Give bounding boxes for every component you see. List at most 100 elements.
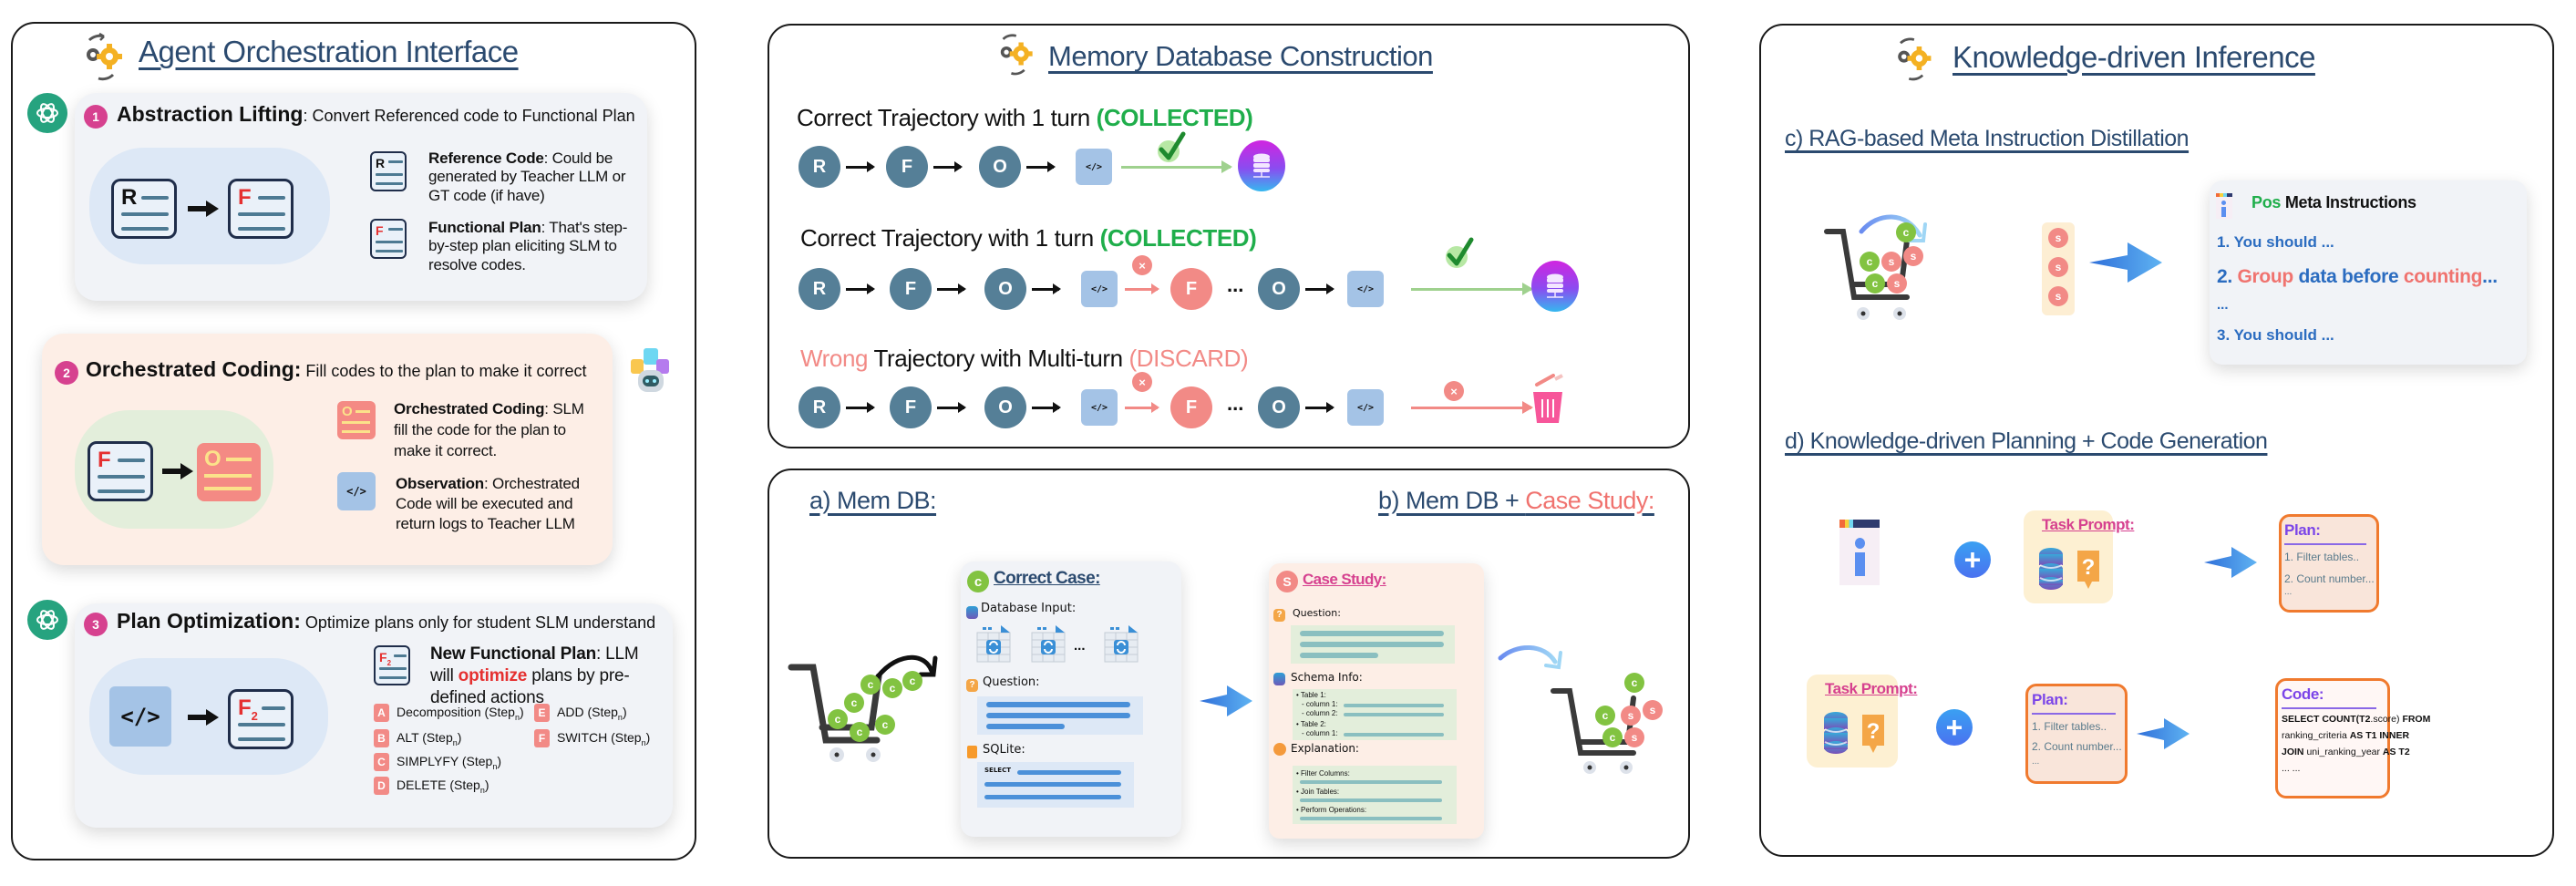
question-label: Question: xyxy=(983,675,1040,689)
schema-line: - column 2: xyxy=(1302,709,1338,717)
task-prompt-title: Task Prompt: xyxy=(2042,516,2135,533)
table-icon xyxy=(975,623,1012,664)
collected-status: (COLLECTED) xyxy=(1096,104,1253,131)
counting-highlight: counting xyxy=(2403,266,2483,287)
step1-subtitle: : Convert Referenced code to Functional … xyxy=(303,107,635,125)
blue-arrow-icon xyxy=(1200,685,1252,716)
sql-file-icon xyxy=(967,746,977,758)
step2-subtitle: Fill codes to the plan to make it correc… xyxy=(301,362,587,380)
orchestrated-code-mini-icon: O xyxy=(337,401,376,439)
memory-database-icon xyxy=(1531,261,1579,312)
code-title: Code: xyxy=(2282,685,2324,703)
text-bar xyxy=(1300,642,1444,647)
correct-case-ball: c xyxy=(1624,673,1644,693)
code-icon: </> xyxy=(1347,389,1384,426)
orchestrated-coding-description: Orchestrated Coding: SLM fill the code f… xyxy=(394,399,589,462)
case-study-badge: S xyxy=(1276,571,1298,592)
case-study-ball: s xyxy=(1643,700,1663,720)
meta-ellipsis: ... xyxy=(2217,297,2229,313)
schema-info-label: Schema Info: xyxy=(1291,671,1363,684)
arrow-right-icon xyxy=(188,709,219,726)
code-bar xyxy=(984,782,1121,787)
action-tag: D xyxy=(374,777,389,795)
svg-text:?: ? xyxy=(1867,719,1880,744)
node-f: F xyxy=(1170,268,1212,310)
step1-title: Abstraction Lifting: Convert Referenced … xyxy=(117,102,635,127)
arrow-right-icon xyxy=(188,201,219,217)
blue-arrow-icon xyxy=(2204,547,2257,578)
question-icon: ? xyxy=(1273,609,1285,622)
code-divider xyxy=(2282,707,2376,709)
mini-letter: F2 xyxy=(379,650,391,667)
arrow-right-icon xyxy=(162,463,193,479)
doc-letter-sub: 2 xyxy=(251,708,258,723)
plan-line-2: 2. Count number... xyxy=(2284,572,2375,585)
pos-label: Pos xyxy=(2251,193,2282,211)
action-tag: A xyxy=(374,704,389,722)
explanation-line: • Perform Operations: xyxy=(1296,806,1367,814)
question-label: Question: xyxy=(1293,607,1341,619)
node-o: O xyxy=(984,268,1026,310)
database-icon xyxy=(1273,673,1285,685)
explanation-label: Explanation: xyxy=(1291,742,1359,755)
retrieved-case-ball: s xyxy=(2048,228,2068,248)
action-label: ADD (Stepn) xyxy=(557,704,627,722)
orchestrated-coding-label: Orchestrated Coding xyxy=(394,400,545,417)
text-bar xyxy=(1300,798,1442,802)
correct-case-ball: c xyxy=(902,671,922,691)
meta-line-2-text: data before xyxy=(2293,266,2404,287)
new-functional-plan-doc-icon: F2 xyxy=(228,689,294,749)
code-keyword: AS T2 xyxy=(2382,747,2410,757)
trajectory-1-label: Correct Trajectory with 1 turn (COLLECTE… xyxy=(797,104,1253,132)
functional-plan-description: Functional Plan: That's step-by-step pla… xyxy=(428,219,638,274)
plan-line-1: 1. Filter tables.. xyxy=(2284,551,2360,563)
trash-icon xyxy=(1528,374,1568,431)
observation-description: Observation: Orchestrated Code will be e… xyxy=(396,474,591,534)
correct-case-ball: c xyxy=(875,715,895,735)
code-icon: </> xyxy=(1081,271,1118,307)
action-tag: C xyxy=(374,753,389,771)
code-icon: </> xyxy=(1347,271,1384,307)
step3-subtitle: Optimize plans only for student SLM unde… xyxy=(300,613,656,632)
error-icon: × xyxy=(1132,255,1152,275)
code-keyword: FROM xyxy=(2402,714,2431,725)
arrow-icon xyxy=(1032,283,1061,294)
reference-code-doc-icon: R xyxy=(111,179,177,239)
sqlite-label: SQLite: xyxy=(983,743,1025,757)
plus-icon: + xyxy=(1936,709,1973,746)
result-arrow-icon xyxy=(1411,283,1533,295)
text-bar xyxy=(986,702,1130,707)
group-highlight: Group xyxy=(2237,266,2293,287)
schema-line: • Table 1: xyxy=(1296,691,1326,699)
meta-instructions-card xyxy=(2210,180,2527,365)
case-study-ball: s xyxy=(1624,727,1644,747)
table-icon xyxy=(1103,623,1139,664)
node-f: F xyxy=(890,268,932,310)
plan-divider xyxy=(2284,543,2366,545)
gear-icon xyxy=(1898,37,1932,81)
schema-line: - column 1: xyxy=(1302,700,1338,708)
arrow-icon xyxy=(846,283,875,294)
check-icon xyxy=(1154,131,1187,169)
case-study-part: Case Study: xyxy=(1525,487,1654,514)
step2-badge: 2 xyxy=(55,361,78,385)
reference-code-description: Reference Code: Could be generated by Te… xyxy=(428,149,647,205)
code-text: .score) xyxy=(2370,714,2403,725)
schema-line: - column 1: xyxy=(1302,729,1338,737)
blue-arrow-icon xyxy=(2137,718,2190,749)
node-f: F xyxy=(1170,386,1212,428)
correct-case-ball: c xyxy=(882,678,902,698)
case-study-title: Case Study: xyxy=(1303,571,1386,588)
correct-case-ball: c xyxy=(1860,252,1880,272)
arrow-icon xyxy=(933,161,963,172)
text-bar xyxy=(986,713,1130,718)
text-bar xyxy=(1300,653,1378,658)
mini-letter-main: F xyxy=(379,650,387,664)
correct-case-ball: c xyxy=(1602,727,1623,747)
code-icon: </> xyxy=(1076,149,1112,185)
check-icon xyxy=(1442,237,1475,274)
action-tag: F xyxy=(534,729,550,747)
meta-title-text: Meta Instructions xyxy=(2281,193,2416,211)
